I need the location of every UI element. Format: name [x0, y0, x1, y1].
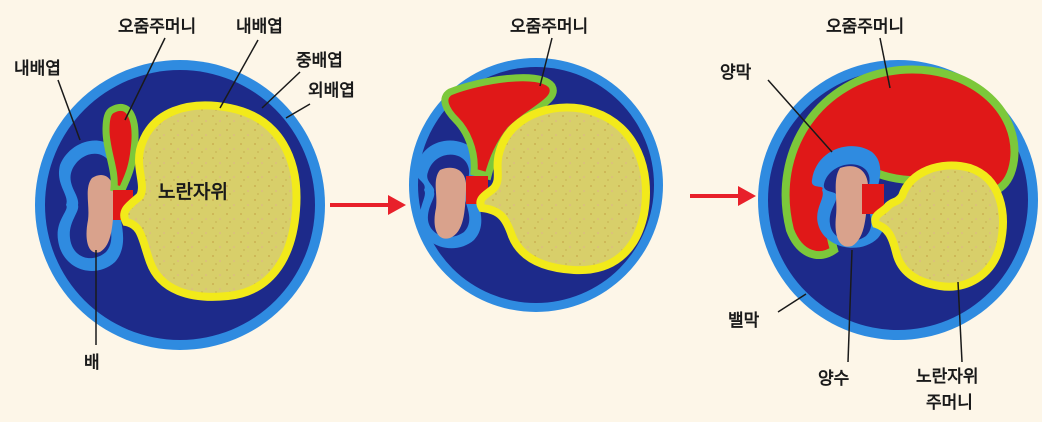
leader-chorion: [778, 294, 806, 312]
label-embryo: 배: [84, 353, 100, 373]
label-allantois-1: 오줌주머니: [118, 17, 196, 37]
label-allantois-2: 오줌주머니: [510, 17, 588, 37]
stage-2-egg: [409, 58, 663, 312]
right-arrow-icon: [690, 186, 756, 206]
allantois: [106, 107, 135, 190]
stage-1-egg: [35, 60, 325, 350]
label-mesoderm: 중배엽: [296, 51, 343, 71]
label-yolk-sac-line1: 노란자위: [916, 367, 979, 387]
right-arrow-icon: [330, 195, 406, 215]
label-amniotic-fluid: 양수: [818, 369, 850, 389]
label-ectoderm: 외배엽: [308, 81, 355, 101]
label-endoderm-top: 내배엽: [236, 17, 283, 37]
label-allantois-3: 오줌주머니: [826, 17, 904, 37]
label-endoderm-left: 내배엽: [14, 59, 61, 79]
label-yolk: 노란자위: [158, 181, 228, 203]
label-chorion: 밸막: [728, 311, 760, 331]
label-yolk-sac-line2: 주머니: [926, 393, 973, 413]
label-amnion: 양막: [720, 63, 752, 83]
